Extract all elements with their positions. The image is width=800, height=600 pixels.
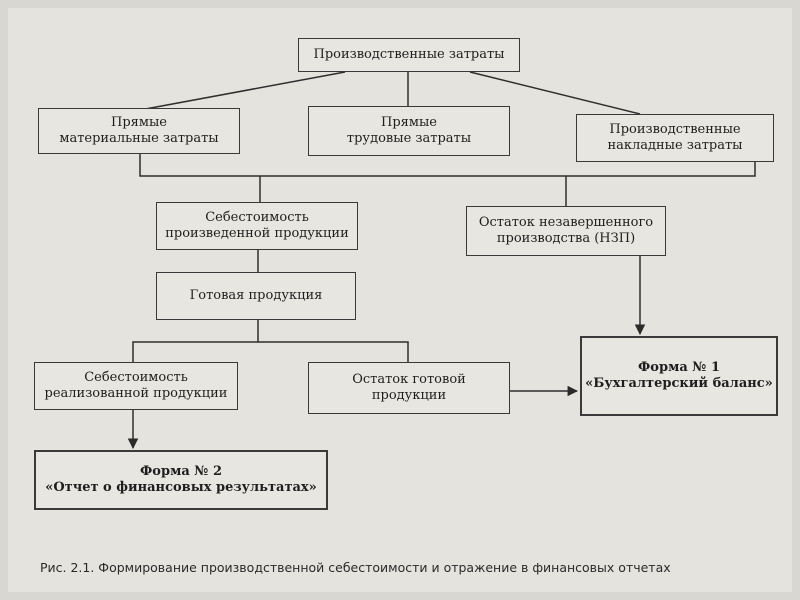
form-1-title: Форма № 1 — [637, 360, 721, 375]
line-root-overhead — [469, 71, 641, 115]
cost-of-production-line-1: Себестоимость — [205, 210, 309, 225]
root-box-production-costs: Производственные затраты — [298, 38, 520, 72]
wip-line-1: Остаток незавершенного — [478, 215, 654, 230]
direct-materials-line-1: Прямые — [110, 115, 167, 130]
direct-labor-line-2: трудовые затраты — [346, 131, 472, 146]
root-label: Производственные затраты — [313, 47, 505, 62]
form-2-title: Форма № 2 — [139, 464, 223, 479]
box-finished-goods-balance: Остаток готовой продукции — [308, 362, 510, 414]
figure-caption: Рис. 2.1. Формирование производственной … — [40, 560, 671, 575]
line-finished-split — [132, 320, 259, 362]
cost-of-sales-line-1: Себестоимость — [84, 370, 188, 385]
overhead-line-2: накладные затраты — [607, 138, 743, 153]
box-direct-labor: Прямые трудовые затраты — [308, 106, 510, 156]
line-collector — [139, 153, 756, 177]
direct-labor-line-1: Прямые — [380, 115, 437, 130]
cost-of-production-line-2: произведенной продукции — [165, 226, 349, 241]
box-overhead: Производственные накладные затраты — [576, 114, 774, 162]
form-2-subtitle: «Отчет о финансовых результатах» — [45, 480, 317, 495]
line-finished-balance — [258, 341, 409, 362]
cost-of-sales-line-2: реализованной продукции — [44, 386, 228, 401]
box-cost-of-sales: Себестоимость реализованной продукции — [34, 362, 238, 410]
box-cost-of-production: Себестоимость произведенной продукции — [156, 202, 358, 250]
box-form-2: Форма № 2 «Отчет о финансовых результата… — [34, 450, 328, 510]
box-finished-goods: Готовая продукция — [156, 272, 356, 320]
finished-goods-balance-line-2: продукции — [371, 388, 447, 403]
finished-goods-label: Готовая продукция — [189, 288, 323, 303]
box-direct-materials: Прямые материальные затраты — [38, 108, 240, 154]
box-form-1: Форма № 1 «Бухгалтерский баланс» — [580, 336, 778, 416]
direct-materials-line-2: материальные затраты — [59, 131, 219, 146]
form-1-subtitle: «Бухгалтерский баланс» — [585, 376, 773, 391]
wip-line-2: производства (НЗП) — [496, 231, 636, 246]
box-wip: Остаток незавершенного производства (НЗП… — [466, 206, 666, 256]
finished-goods-balance-line-1: Остаток готовой — [352, 372, 466, 387]
line-root-materials — [139, 71, 346, 111]
overhead-line-1: Производственные — [609, 122, 741, 137]
